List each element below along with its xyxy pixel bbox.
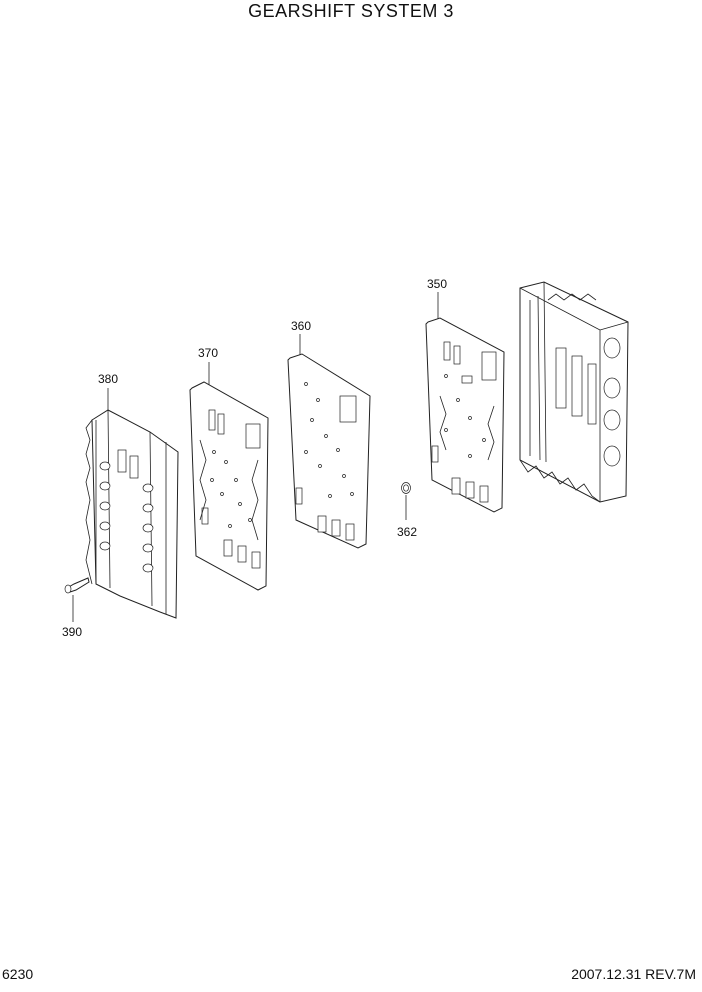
revision-date: 2007.12.31 REV.7M: [571, 966, 696, 982]
part-370-plate: [189, 381, 269, 591]
part-label-362: 362: [397, 525, 418, 539]
part-label-380: 380: [98, 372, 119, 386]
part-360-plate: [287, 353, 371, 549]
part-390-bolt: [64, 577, 90, 594]
part-label-370: 370: [198, 346, 219, 360]
page-number: 6230: [2, 966, 34, 982]
part-380-cover-plate: [85, 409, 179, 619]
valve-body-housing: [519, 281, 629, 503]
diagram-title: GEARSHIFT SYSTEM 3: [248, 1, 454, 21]
part-label-390: 390: [62, 625, 83, 639]
part-362-o-ring: [401, 482, 411, 494]
part-label-360: 360: [291, 319, 312, 333]
part-label-350: 350: [427, 277, 448, 291]
part-350-plate: [425, 317, 505, 513]
